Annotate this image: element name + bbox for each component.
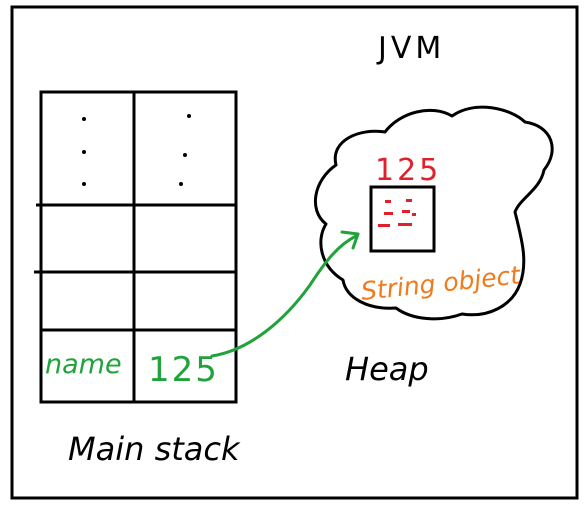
- main-stack: name 125: [34, 90, 238, 404]
- stack-frame: [39, 90, 238, 404]
- heap-label: Heap: [345, 350, 429, 388]
- heap-cloud: [314, 105, 554, 321]
- stack-ellipsis-dots: [82, 114, 191, 186]
- jvm-frame: [10, 5, 579, 500]
- stack-variable-value: 125: [148, 350, 219, 390]
- reference-arrow: [210, 230, 360, 358]
- string-object-label: String object: [360, 260, 523, 306]
- stack-variable-name: name: [45, 349, 122, 380]
- jvm-label: JVM: [376, 31, 445, 66]
- reference-arrow-head: [340, 230, 360, 250]
- reference-arrow-line: [210, 234, 358, 358]
- heap-object-value: 125: [375, 153, 441, 188]
- stack-label: Main stack: [68, 430, 241, 468]
- string-object-box: [369, 185, 436, 253]
- heap: 125 String object: [314, 105, 554, 321]
- string-object-content: [378, 199, 416, 227]
